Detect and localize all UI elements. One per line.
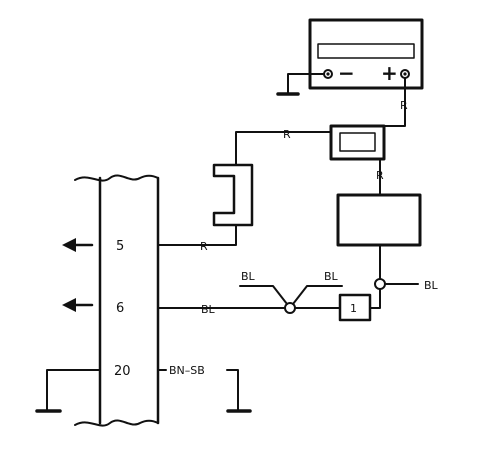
wire-bl-right-branch <box>292 285 343 305</box>
label-bl-pin6: BL <box>201 303 216 316</box>
wire-bn-sb <box>226 369 239 412</box>
label-bl-left: BL <box>241 270 256 283</box>
connector-clip <box>212 163 254 227</box>
label-r-battery: R <box>400 99 408 112</box>
label-r-relay: R <box>376 169 384 182</box>
fuse-1-label: 1 <box>350 302 357 315</box>
junction-right <box>374 278 386 290</box>
label-bn-sb: BN–SB <box>169 364 205 377</box>
battery-ground-wire <box>276 73 325 96</box>
wire-clip-to-pin5 <box>157 224 237 246</box>
pin-5-label: 5 <box>116 239 124 254</box>
relay-module <box>336 193 422 247</box>
battery-negative-symbol: − <box>338 61 355 85</box>
wire-junction-to-fuse1 <box>369 288 381 309</box>
wire-bl-left-branch <box>239 285 288 305</box>
label-r-pin5: R <box>200 240 208 253</box>
main-fuse <box>329 124 386 161</box>
label-r-top: R <box>283 128 291 141</box>
arrow-pin5-icon <box>62 238 76 252</box>
wire-fuse-to-clip <box>235 131 332 166</box>
label-bl-right: BL <box>324 270 339 283</box>
wire-battery-to-fuse <box>383 77 406 127</box>
label-bl-far-right: BL <box>424 279 439 292</box>
battery-positive-symbol: + <box>381 61 398 85</box>
pin-20-label: 20 <box>114 364 131 379</box>
pin-6-label: 6 <box>116 301 124 316</box>
battery <box>308 18 424 90</box>
wire-pin20-ground <box>46 369 101 412</box>
arrow-pin6-icon <box>62 298 76 312</box>
multi-connector <box>74 174 160 427</box>
